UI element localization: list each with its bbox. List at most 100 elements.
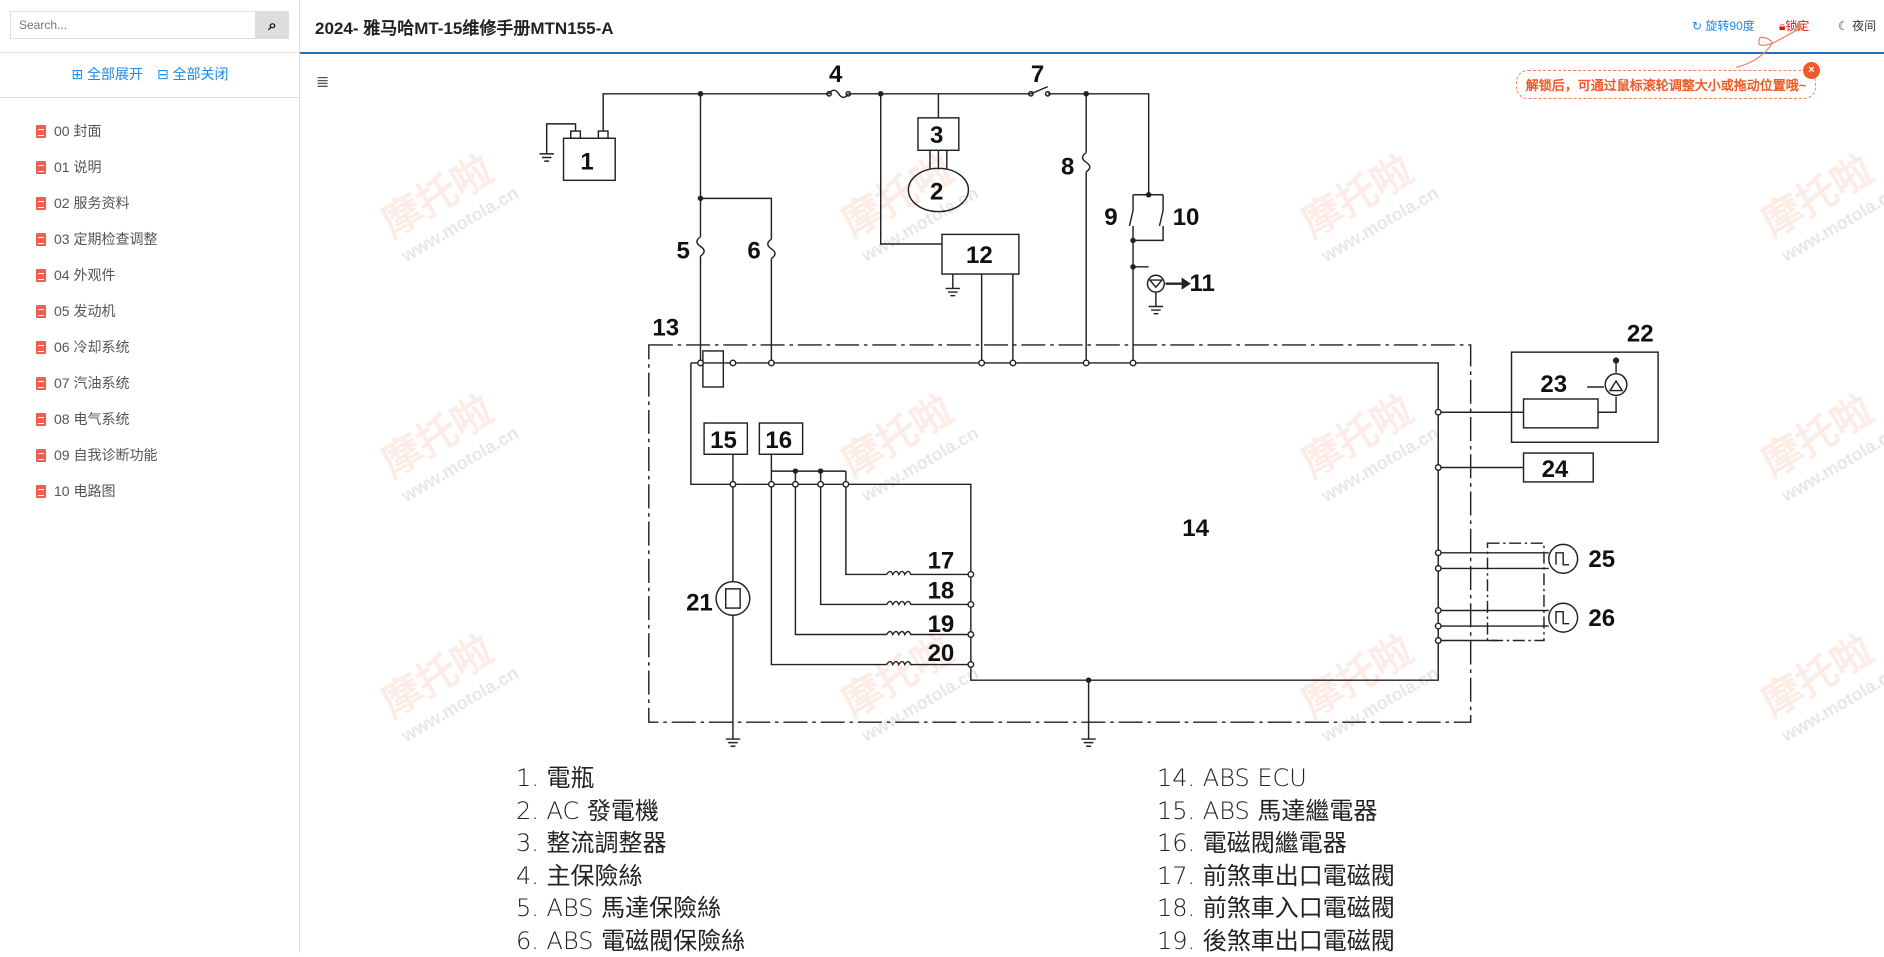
tooltip-arrow xyxy=(1736,29,1798,67)
unlock-hint-tooltip: 解锁后，可通过鼠标滚轮调整大小或拖动位置哦~ xyxy=(1516,70,1816,99)
legend-right: 14. ABS ECU 15. ABS 馬達繼電器 16. 電磁閥繼電器 17.… xyxy=(1157,762,1395,957)
close-icon[interactable]: × xyxy=(1803,62,1820,79)
label-16: 16 xyxy=(765,427,792,454)
search-input[interactable] xyxy=(10,11,256,39)
tree-item[interactable]: 00 封面 xyxy=(36,113,157,149)
rotate-icon: ↻ xyxy=(1692,19,1705,33)
label-8: 8 xyxy=(1061,153,1074,180)
search-box: ⌕ xyxy=(10,11,289,39)
expand-all-button[interactable]: ⊞ 全部展开 xyxy=(71,66,143,82)
tree-item-label: 09 自我诊断功能 xyxy=(54,445,157,465)
label-26: 26 xyxy=(1588,605,1615,632)
file-icon xyxy=(36,377,46,390)
tree-item-label: 04 外观件 xyxy=(54,265,115,285)
tree-item[interactable]: 07 汽油系统 xyxy=(36,365,157,401)
legend-item: 15. ABS 馬達繼電器 xyxy=(1157,795,1395,828)
tree-item[interactable]: 04 外观件 xyxy=(36,257,157,293)
legend-item: 3. 整流調整器 xyxy=(516,827,745,860)
label-14: 14 xyxy=(1182,515,1209,542)
tree-item-label: 01 说明 xyxy=(54,157,101,177)
sidebar: ⌕ ⊞ 全部展开 ⊟ 全部关闭 00 封面 01 说明 02 服务资料 03 定… xyxy=(0,0,300,953)
search-icon: ⌕ xyxy=(268,17,276,34)
moon-icon: ☾ xyxy=(1838,19,1852,33)
tree-item-label: 00 封面 xyxy=(54,121,101,141)
label-20: 20 xyxy=(928,640,955,667)
file-icon xyxy=(36,269,46,282)
night-label: 夜间 xyxy=(1852,19,1876,33)
label-18: 18 xyxy=(928,577,955,604)
file-icon xyxy=(36,197,46,210)
tree-item[interactable]: 10 电路图 xyxy=(36,473,157,509)
file-icon xyxy=(36,233,46,246)
component-labels: 1 2 3 4 5 6 7 8 9 10 11 12 13 14 15 16 1… xyxy=(580,61,1653,667)
tooltip-text: 解锁后，可通过鼠标滚轮调整大小或拖动位置哦~ xyxy=(1526,75,1807,94)
legend-item: 18. 前煞車入口電磁閥 xyxy=(1157,892,1395,925)
label-2: 2 xyxy=(930,179,943,206)
label-12: 12 xyxy=(966,242,993,269)
expand-controls: ⊞ 全部展开 ⊟ 全部关闭 xyxy=(0,64,300,84)
chapter-tree: 00 封面 01 说明 02 服务资料 03 定期检查调整 04 外观件 05 … xyxy=(36,113,157,509)
file-icon xyxy=(36,449,46,462)
tree-item-label: 07 汽油系统 xyxy=(54,373,129,393)
terminal-dots xyxy=(698,360,1441,667)
file-icon xyxy=(36,305,46,318)
tree-item[interactable]: 09 自我诊断功能 xyxy=(36,437,157,473)
tree-item-label: 02 服务资料 xyxy=(54,193,129,213)
search-button[interactable]: ⌕ xyxy=(256,11,289,39)
header-divider xyxy=(300,52,1884,54)
tree-item[interactable]: 08 电气系统 xyxy=(36,401,157,437)
wires xyxy=(539,87,1658,747)
file-icon xyxy=(36,161,46,174)
label-5: 5 xyxy=(676,237,689,264)
tree-item[interactable]: 02 服务资料 xyxy=(36,185,157,221)
legend-item: 4. 主保險絲 xyxy=(516,860,745,893)
legend-item: 19. 後煞車出口電磁閥 xyxy=(1157,925,1395,957)
legend-item: 6. ABS 電磁閥保險絲 xyxy=(516,925,745,957)
label-11: 11 xyxy=(1190,270,1215,297)
file-icon xyxy=(36,485,46,498)
file-icon xyxy=(36,413,46,426)
tree-item-label: 10 电路图 xyxy=(54,481,115,501)
tree-item[interactable]: 06 冷却系统 xyxy=(36,329,157,365)
file-icon xyxy=(36,341,46,354)
label-24: 24 xyxy=(1542,456,1569,483)
label-25: 25 xyxy=(1588,546,1615,573)
tree-item-label: 05 发动机 xyxy=(54,301,115,321)
rotate-button[interactable]: ↻ 旋转90度 xyxy=(1692,17,1755,34)
label-10: 10 xyxy=(1173,204,1200,231)
label-21: 21 xyxy=(686,589,713,616)
label-1: 1 xyxy=(580,149,593,176)
label-7: 7 xyxy=(1031,61,1044,88)
label-3: 3 xyxy=(930,122,943,149)
legend-item: 1. 電瓶 xyxy=(516,762,745,795)
divider xyxy=(0,52,300,53)
page-title: 2024- 雅马哈MT-15维修手册MTN155-A xyxy=(315,14,614,39)
menu-icon[interactable]: ≣ xyxy=(316,75,330,91)
lock-button[interactable]: 🔒︎锁定 xyxy=(1779,17,1809,34)
label-4: 4 xyxy=(829,61,843,88)
tree-item-label: 03 定期检查调整 xyxy=(54,229,157,249)
label-15: 15 xyxy=(710,427,737,454)
tree-item[interactable]: 03 定期检查调整 xyxy=(36,221,157,257)
label-19: 19 xyxy=(928,611,955,638)
tree-item[interactable]: 05 发动机 xyxy=(36,293,157,329)
tree-item-label: 08 电气系统 xyxy=(54,409,129,429)
tree-item-label: 06 冷却系统 xyxy=(54,337,129,357)
legend-item: 16. 電磁閥繼電器 xyxy=(1157,827,1395,860)
tree-item[interactable]: 01 说明 xyxy=(36,149,157,185)
lock-label: 锁定 xyxy=(1785,19,1809,33)
collapse-all-button[interactable]: ⊟ 全部关闭 xyxy=(157,66,229,82)
file-icon xyxy=(36,125,46,138)
label-9: 9 xyxy=(1104,204,1117,231)
rotate-label: 旋转90度 xyxy=(1705,19,1754,33)
legend-item: 5. ABS 馬達保險絲 xyxy=(516,892,745,925)
night-mode-button[interactable]: ☾ 夜间 xyxy=(1838,17,1876,34)
